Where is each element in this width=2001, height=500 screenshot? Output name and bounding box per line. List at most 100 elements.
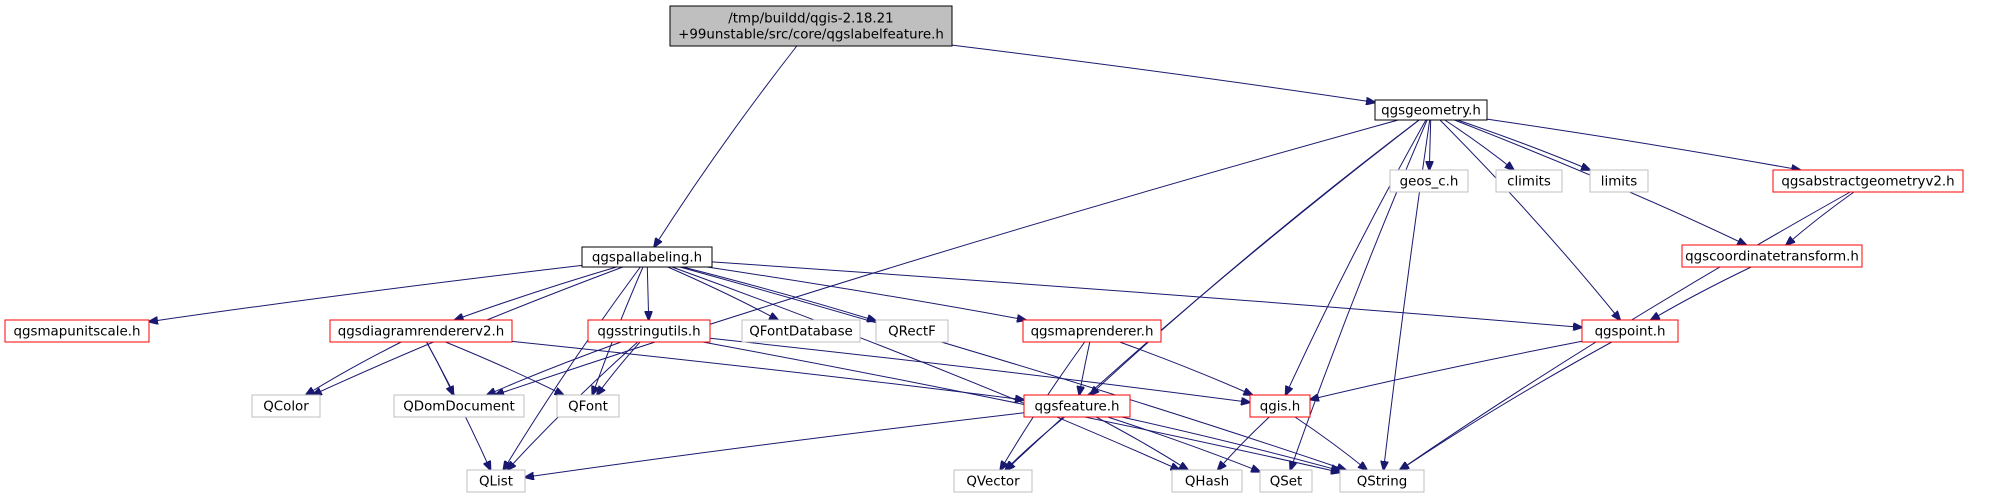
edge-qgspallabeling-to-qgsstringutils xyxy=(647,266,648,320)
node-qset[interactable]: QSet xyxy=(1259,469,1313,493)
edge-qgsgeometry-to-qgis xyxy=(1286,119,1427,395)
node-qdomdocument[interactable]: QDomDocument xyxy=(393,394,525,418)
edge-qgspallabeling-to-qhash xyxy=(671,266,1180,470)
node-qcolor-label: QColor xyxy=(263,400,309,415)
node-qgscoordinatetransform-box xyxy=(1681,244,1863,268)
node-qgsstringutils-box xyxy=(587,319,711,343)
node-qdomdocument-box xyxy=(393,394,525,418)
edge-qgsfeature-to-qhash xyxy=(1095,416,1188,470)
edge-root-to-qgspallabeling xyxy=(654,45,798,247)
node-qgsstringutils-label: qgsstringutils.h xyxy=(597,325,700,340)
node-qrectf-label: QRectF xyxy=(888,325,936,340)
edge-qgsgeometry-to-climits xyxy=(1444,119,1514,170)
node-qhash[interactable]: QHash xyxy=(1171,469,1243,493)
edge-qgsfeature-to-qset xyxy=(1107,416,1260,472)
edge-qgsgeometry-to-limits xyxy=(1457,119,1591,170)
node-qgspoint[interactable]: qgspoint.h xyxy=(1581,319,1679,343)
node-qgis-box xyxy=(1249,394,1311,418)
node-climits[interactable]: climits xyxy=(1495,169,1563,193)
node-qfont[interactable]: QFont xyxy=(556,394,620,418)
node-qgsdiagramrendererv2[interactable]: qgsdiagramrendererv2.h xyxy=(329,319,513,343)
node-qrectf[interactable]: QRectF xyxy=(875,319,949,343)
node-root[interactable]: /tmp/buildd/qgis-2.18.21+99unstable/src/… xyxy=(669,5,953,47)
edge-qgscoordinatetransform-to-qgspoint xyxy=(1651,266,1752,320)
edge-qgspoint-to-qgis xyxy=(1310,340,1583,399)
edge-qgsgeometry-to-qdomdocument xyxy=(495,119,1399,395)
node-qgsmapunitscale[interactable]: qgsmapunitscale.h xyxy=(4,319,150,343)
node-qgsdiagramrendererv2-label: qgsdiagramrendererv2.h xyxy=(338,325,504,340)
node-geos_c-box xyxy=(1389,169,1469,193)
node-qgsmapunitscale-label: qgsmapunitscale.h xyxy=(14,325,141,340)
node-qgsabstractgeometryv2-label: qgsabstractgeometryv2.h xyxy=(1781,175,1954,190)
edge-qgspallabeling-to-qgspoint xyxy=(711,261,1582,328)
node-qcolor-box xyxy=(251,394,321,418)
edge-qgsgeometry-to-geos_c xyxy=(1429,119,1430,170)
node-qgsfeature[interactable]: qgsfeature.h xyxy=(1023,394,1131,418)
edge-qgspallabeling-to-qgsmaprenderer xyxy=(707,266,1026,320)
node-qgsstringutils[interactable]: qgsstringutils.h xyxy=(587,319,711,343)
node-limits-label: limits xyxy=(1601,175,1637,190)
node-qfontdatabase[interactable]: QFontDatabase xyxy=(741,319,861,343)
node-qhash-label: QHash xyxy=(1185,475,1229,490)
node-qset-box xyxy=(1259,469,1313,493)
node-qfontdatabase-box xyxy=(741,319,861,343)
node-qcolor[interactable]: QColor xyxy=(251,394,321,418)
edge-qgis-to-qhash xyxy=(1218,416,1270,470)
node-qgspoint-label: qgspoint.h xyxy=(1595,325,1666,340)
edge-qgsfeature-to-qlist xyxy=(525,412,1025,478)
node-geos_c-label: geos_c.h xyxy=(1400,175,1459,190)
edge-qgsstringutils-to-qfont xyxy=(597,341,641,395)
node-qlist[interactable]: QList xyxy=(466,469,526,493)
edge-qgsfeature-to-qvector xyxy=(1005,416,1066,470)
node-geos_c[interactable]: geos_c.h xyxy=(1389,169,1469,193)
edge-qgspallabeling-to-qfontdatabase xyxy=(667,266,778,320)
nodes-layer: /tmp/buildd/qgis-2.18.21+99unstable/src/… xyxy=(4,5,1964,493)
edge-qgsgeometry-to-qgspoint xyxy=(1439,119,1620,320)
node-root-label: +99unstable/src/core/qgslabelfeature.h xyxy=(678,28,944,43)
node-qgis-label: qgis.h xyxy=(1260,400,1300,415)
edge-qgspallabeling-to-qgsmapunitscale xyxy=(149,264,583,321)
node-qfont-label: QFont xyxy=(568,400,608,415)
node-qstring-box xyxy=(1339,469,1425,493)
edge-qgsstringutils-to-qdomdocument xyxy=(487,341,622,395)
node-root-label: /tmp/buildd/qgis-2.18.21 xyxy=(728,12,893,27)
node-qstring[interactable]: QString xyxy=(1339,469,1425,493)
node-qset-label: QSet xyxy=(1270,475,1303,490)
node-qgsmapunitscale-box xyxy=(4,319,150,343)
node-qgspallabeling-box xyxy=(581,246,713,268)
node-limits[interactable]: limits xyxy=(1589,169,1649,193)
node-qvector[interactable]: QVector xyxy=(953,469,1033,493)
edge-qgspallabeling-to-qstring xyxy=(679,266,1346,470)
edge-qgsdiagramrendererv2-to-qgsfeature xyxy=(511,340,1024,400)
node-qgsabstractgeometryv2[interactable]: qgsabstractgeometryv2.h xyxy=(1772,169,1964,193)
edge-qgsmaprenderer-to-qgsfeature xyxy=(1079,341,1091,395)
node-qgis[interactable]: qgis.h xyxy=(1249,394,1311,418)
edge-qgspallabeling-to-qlist xyxy=(503,266,641,470)
edge-qgsstringutils-to-qstring xyxy=(702,341,1340,472)
node-qvector-label: QVector xyxy=(966,475,1020,490)
node-qfont-box xyxy=(556,394,620,418)
node-climits-label: climits xyxy=(1507,175,1551,190)
edge-qgsfeature-to-qstring xyxy=(1121,416,1340,471)
edge-qgsgeometry-to-qset xyxy=(1290,119,1428,470)
node-root-box xyxy=(669,5,953,47)
edge-qgsstringutils-to-qgis xyxy=(709,337,1250,402)
node-qfontdatabase-label: QFontDatabase xyxy=(749,325,853,340)
edge-qgsdiagramrendererv2-to-qcolor xyxy=(306,341,402,395)
node-qgsfeature-label: qgsfeature.h xyxy=(1034,400,1119,415)
node-qstring-label: QString xyxy=(1357,475,1408,490)
node-qvector-box xyxy=(953,469,1033,493)
node-qgsfeature-box xyxy=(1023,394,1131,418)
edge-qgsgeometry-to-qstring xyxy=(1384,119,1431,470)
edge-qgspallabeling-to-qrectf xyxy=(682,266,876,321)
node-climits-box xyxy=(1495,169,1563,193)
node-qgsabstractgeometryv2-box xyxy=(1772,169,1964,193)
node-qgspallabeling[interactable]: qgspallabeling.h xyxy=(581,246,713,268)
node-qlist-label: QList xyxy=(479,475,513,490)
node-qgsmaprenderer[interactable]: qgsmaprenderer.h xyxy=(1022,319,1162,343)
node-qgsmaprenderer-label: qgsmaprenderer.h xyxy=(1031,325,1154,340)
node-qgsgeometry[interactable]: qgsgeometry.h xyxy=(1374,99,1488,121)
edge-qgsabstractgeometryv2-to-qgscoordinatetransform xyxy=(1786,191,1855,245)
node-qgscoordinatetransform[interactable]: qgscoordinatetransform.h xyxy=(1681,244,1863,268)
